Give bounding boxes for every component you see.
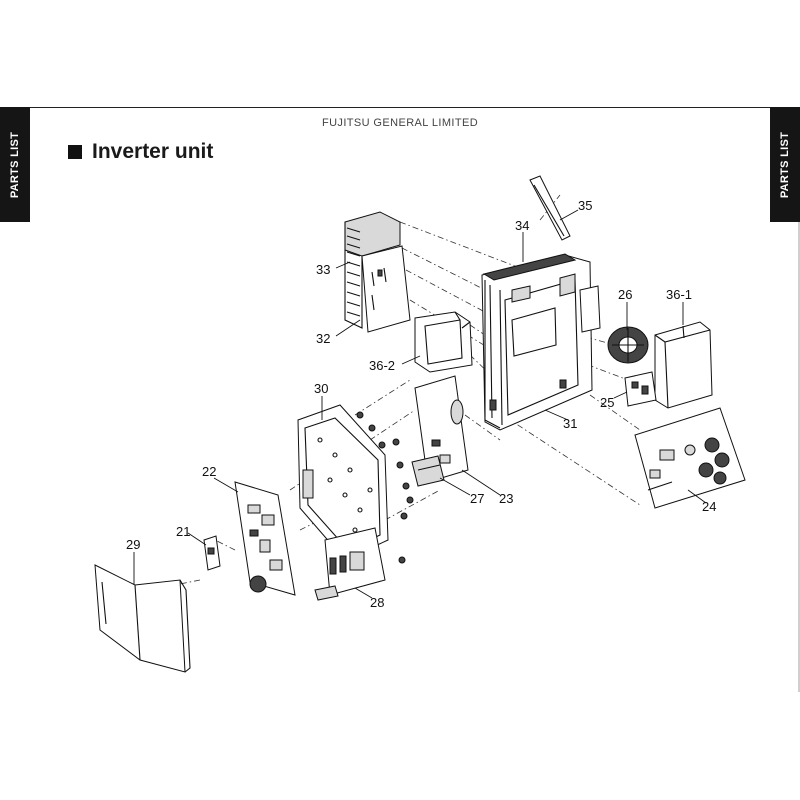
page-edge-line <box>798 222 800 692</box>
label-36-2: 36-2 <box>369 358 395 373</box>
label-35: 35 <box>578 198 592 213</box>
parts-list-tab-right: PARTS LIST <box>770 107 800 222</box>
part-36-2-bracket <box>414 311 473 373</box>
part-30-chassis-plate <box>297 404 414 564</box>
heading-bullet-icon <box>68 145 82 159</box>
part-31-enclosure <box>481 253 601 431</box>
label-26: 26 <box>618 287 632 302</box>
part-36-1-cover <box>654 321 713 409</box>
header-rule <box>30 107 770 108</box>
label-32: 32 <box>316 331 330 346</box>
label-34: 34 <box>515 218 529 233</box>
part-26-reactor-coil <box>607 326 649 364</box>
part-24-power-board <box>634 407 746 509</box>
label-36-1: 36-1 <box>666 287 692 302</box>
part-29-front-cover <box>94 564 191 673</box>
part-27-transformer <box>411 455 445 487</box>
label-21: 21 <box>176 524 190 539</box>
label-27: 27 <box>470 491 484 506</box>
part-23-control-board <box>414 375 469 483</box>
part-labels: 33 32 36-2 34 35 26 36-1 25 31 24 23 27 … <box>126 198 716 610</box>
label-24: 24 <box>702 499 716 514</box>
label-23: 23 <box>499 491 513 506</box>
part-28-terminal-block <box>314 527 386 601</box>
part-33-heat-sink <box>344 211 401 329</box>
section-heading: Inverter unit <box>68 140 213 164</box>
label-29: 29 <box>126 537 140 552</box>
part-22-main-board <box>234 481 296 596</box>
label-30: 30 <box>314 381 328 396</box>
label-28: 28 <box>370 595 384 610</box>
section-title: Inverter unit <box>92 140 214 163</box>
screw-icons <box>356 411 414 564</box>
label-25: 25 <box>600 395 614 410</box>
part-21-sensor-board <box>203 535 221 571</box>
leader-lines <box>133 209 707 599</box>
part-35-rail <box>529 175 571 241</box>
part-32-mounting-plate <box>361 245 411 333</box>
label-33: 33 <box>316 262 330 277</box>
parts-list-tab-left: PARTS LIST <box>0 107 30 222</box>
company-name: FUJITSU GENERAL LIMITED <box>321 117 479 129</box>
label-31: 31 <box>563 416 577 431</box>
label-22: 22 <box>202 464 216 479</box>
part-25-small-board <box>624 371 657 407</box>
